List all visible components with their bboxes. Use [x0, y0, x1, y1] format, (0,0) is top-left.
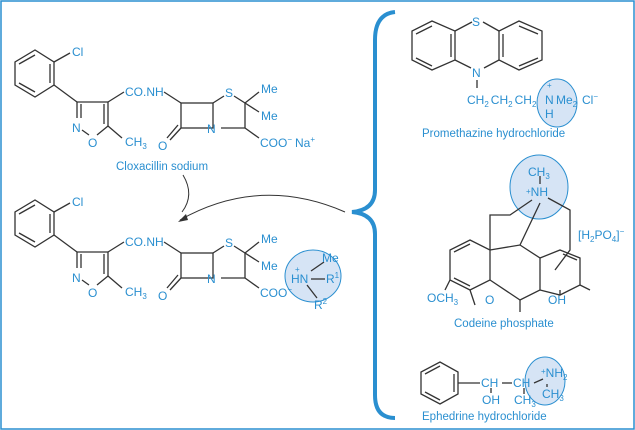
benzene-ring — [14, 49, 55, 98]
lactam-n-label: N — [207, 272, 216, 286]
o-label: O — [485, 293, 494, 307]
n-label: N — [545, 93, 554, 107]
cloxacillin-structure — [14, 49, 260, 141]
ch3-label: CH3 — [542, 387, 564, 403]
cl-label: Cl — [72, 195, 83, 209]
ch3-label: CH3 — [125, 285, 147, 301]
ch3-label: CH3 — [528, 165, 550, 181]
n-label: N — [72, 271, 81, 285]
ammonium-highlight — [524, 356, 566, 406]
r2-label: R2 — [314, 297, 328, 312]
codeine-caption: Codeine phosphate — [454, 318, 554, 330]
ch3-label: CH3 — [514, 393, 536, 409]
ch3-label: CH3 — [125, 135, 147, 151]
me-label: Me — [261, 82, 278, 96]
arrowhead-icon — [178, 214, 188, 222]
s-label: S — [225, 236, 233, 250]
h-label: H — [545, 107, 554, 121]
conh-label: CO.NH — [125, 85, 164, 99]
chloride-label: Cl− — [582, 92, 598, 107]
promethazine-structure — [411, 20, 543, 88]
lactam-n-label: N — [207, 122, 216, 136]
ammonium-highlight — [284, 249, 342, 303]
me-label: Me — [261, 232, 278, 246]
codeine-structure — [444, 176, 591, 312]
conh-label: CO.NH — [125, 235, 164, 249]
ch-label: CH — [513, 376, 530, 390]
brace — [351, 10, 396, 420]
lactam-o-label: O — [158, 289, 167, 303]
cloxacillin-caption: Cloxacillin sodium — [116, 161, 208, 173]
promethazine-caption: Promethazine hydrochloride — [422, 128, 565, 140]
s-label: S — [225, 86, 233, 100]
reaction-arrow — [179, 194, 346, 221]
ephedrine-structure — [420, 361, 548, 405]
nh2-label: +NH2 — [541, 366, 568, 382]
reaction-line — [181, 174, 190, 213]
s-label: S — [472, 15, 480, 29]
nh-label: +NH — [526, 185, 548, 199]
me2-label: Me2 — [556, 93, 578, 109]
ephedrine-caption: Ephedrine hydrochloride — [422, 411, 547, 423]
plus-label: + — [547, 81, 552, 90]
amine-hn-label: HN — [291, 272, 308, 286]
me-label: Me — [261, 259, 278, 273]
r1-label: R1 — [326, 271, 340, 286]
ammonium-highlight — [536, 78, 578, 128]
n-label: N — [472, 66, 481, 80]
me-label: Me — [322, 251, 339, 265]
phosphate-label: [H2PO4]− — [578, 227, 625, 244]
oh-label: OH — [482, 393, 500, 407]
o-label: O — [88, 286, 97, 300]
ammonium-highlight — [509, 154, 569, 220]
ch-label: CH — [481, 376, 498, 390]
oh-label: OH — [548, 293, 566, 307]
carboxylate-label: COO−Na+ — [260, 135, 315, 150]
carboxylate-label: COO− — [260, 285, 292, 300]
cl-label: Cl — [72, 45, 83, 59]
lactam-o-label: O — [158, 139, 167, 153]
n-label: N — [72, 121, 81, 135]
o-label: O — [88, 136, 97, 150]
och3-label: OCH3 — [427, 291, 459, 307]
me-label: Me — [261, 109, 278, 123]
plus-label: + — [295, 265, 300, 274]
